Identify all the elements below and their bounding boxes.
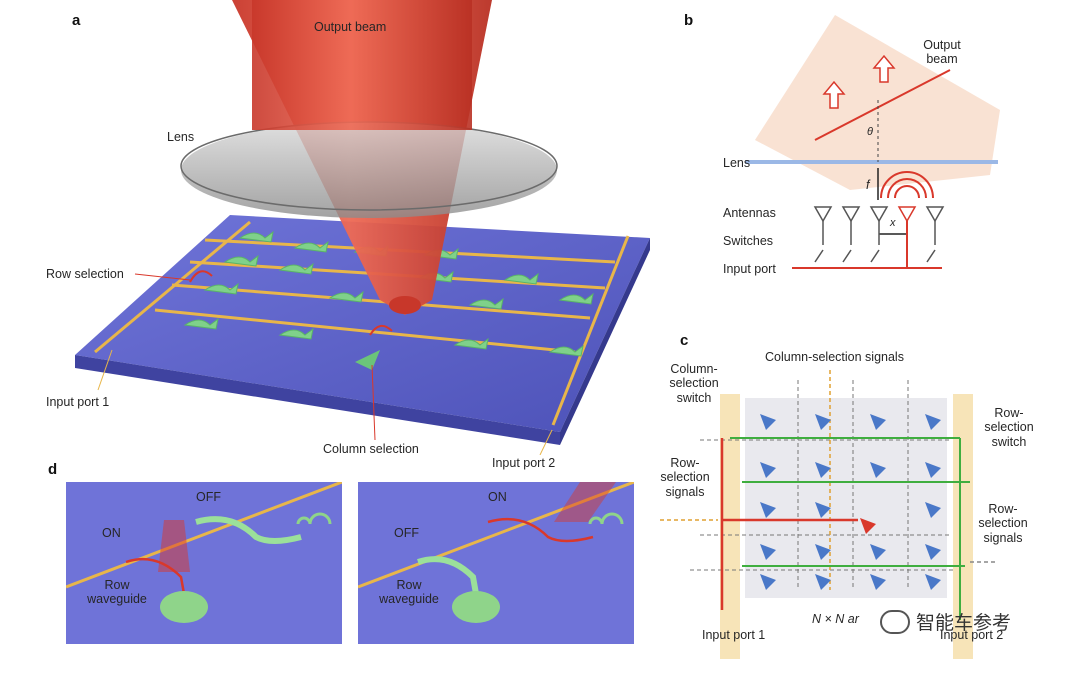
watermark: 智能车参考 bbox=[880, 608, 1011, 635]
input-port-2-waveguide bbox=[551, 235, 630, 426]
output-beam-label: Output beam bbox=[314, 20, 387, 34]
switch-row bbox=[814, 221, 936, 268]
b-f-label: f bbox=[866, 178, 870, 192]
d-left-off-coupler bbox=[195, 516, 302, 544]
column-selection-strip bbox=[720, 394, 740, 659]
d-right-row-waveguide-label: Row waveguide bbox=[379, 578, 439, 607]
d-left-grating bbox=[160, 591, 208, 623]
panel-c-diagram bbox=[660, 370, 995, 659]
panel-a: a Output beam Lens Row selection Input p… bbox=[0, 0, 650, 470]
row-selection-signals-left-label: Row-selection signals bbox=[660, 456, 710, 499]
row-selection-strip bbox=[953, 394, 973, 659]
b-input-port-label: Input port bbox=[723, 262, 776, 276]
panel-c-tag: c bbox=[680, 332, 689, 349]
row-selection-label: Row selection bbox=[46, 267, 124, 281]
column-selection-signals-label: Column-selection signals bbox=[765, 350, 904, 364]
column-selection-lines bbox=[690, 380, 955, 590]
input-port-2-pointer bbox=[539, 429, 553, 456]
row-selection-marker bbox=[189, 270, 213, 283]
d-right-off-label: OFF bbox=[394, 526, 419, 540]
column-selection-marker bbox=[369, 324, 393, 336]
column-selection-label: Column selection bbox=[323, 442, 419, 456]
wechat-icon bbox=[880, 609, 910, 634]
d-left-off-label: OFF bbox=[196, 490, 221, 504]
b-theta-label: θ bbox=[867, 126, 873, 138]
panel-b: b Output beam θ Lens f Antennas x Switch… bbox=[680, 0, 1080, 300]
c-input-port-2-label: Input port 2 bbox=[940, 628, 1004, 642]
d-left-on-label: ON bbox=[102, 526, 121, 540]
selected-antenna bbox=[355, 350, 380, 370]
b-antennas-label: Antennas bbox=[723, 206, 776, 220]
chip-substrate-side-right bbox=[560, 238, 650, 445]
chip-substrate-top bbox=[75, 215, 650, 432]
d-right-row-waveguide bbox=[358, 482, 634, 589]
panel-a-illustration bbox=[75, 0, 650, 456]
input-port-1-pointer bbox=[97, 349, 113, 391]
output-arrow-2 bbox=[872, 54, 896, 83]
panel-d-tag: d bbox=[48, 461, 58, 478]
lens-label: Lens bbox=[167, 130, 195, 144]
output-wavefront bbox=[814, 69, 951, 141]
watermark-text: 智能车参考 bbox=[916, 612, 1012, 634]
lens-disc bbox=[181, 122, 557, 218]
d-right-off-coupler bbox=[417, 556, 481, 606]
chip-substrate-side bbox=[75, 355, 560, 445]
panel-a-tag: a bbox=[72, 12, 81, 29]
b-output-beam-label: Output beam bbox=[923, 38, 961, 67]
n-by-n-array-label: N × N ar bbox=[812, 612, 859, 626]
b-x-label: x bbox=[890, 217, 896, 229]
d-left-off-antenna bbox=[296, 512, 332, 525]
panel-d-left-illustration bbox=[66, 482, 342, 623]
d-left-row-waveguide bbox=[66, 482, 342, 589]
beam-above-lens bbox=[252, 0, 472, 130]
c-input-port-1-label: Input port 1 bbox=[702, 628, 766, 642]
input-port-1-waveguide bbox=[94, 220, 251, 354]
d-left-emitted-beam bbox=[158, 520, 190, 572]
d-right-on-label: ON bbox=[488, 490, 507, 504]
panel-b-tag: b bbox=[684, 12, 694, 29]
column-selection-switch-label: Column-selection switch bbox=[669, 362, 719, 405]
column-selection-pointer bbox=[371, 364, 376, 441]
d-left-row-waveguide-label: Row waveguide bbox=[87, 578, 147, 607]
d-right-grating bbox=[452, 591, 500, 623]
beam-focus bbox=[389, 296, 421, 314]
b-switches-label: Switches bbox=[723, 234, 774, 248]
antenna-grid bbox=[760, 414, 941, 590]
d-right-emitted-beam bbox=[554, 482, 616, 522]
panel-d-right: ON OFF Row waveguide bbox=[358, 482, 634, 644]
selected-antenna-c bbox=[860, 518, 876, 534]
radiation-arcs bbox=[880, 171, 934, 199]
b-lens-label: Lens bbox=[723, 156, 751, 170]
input-port-2-label: Input port 2 bbox=[492, 456, 556, 470]
input-port-1-label: Input port 1 bbox=[46, 395, 110, 409]
antenna-row bbox=[813, 206, 945, 223]
row-selection-switch-label: Row-selection switch bbox=[984, 406, 1034, 449]
row-waveguides-c bbox=[730, 437, 970, 620]
d-right-on-coupler bbox=[487, 517, 594, 543]
d-left-on-coupler bbox=[125, 557, 188, 606]
panel-d-right-illustration bbox=[358, 482, 634, 623]
panel-b-diagram bbox=[745, 15, 1000, 269]
output-arrow-1 bbox=[822, 80, 846, 109]
panel-d-left: OFF ON Row waveguide bbox=[66, 482, 342, 644]
panel-c: c Column-selection signals Column-select… bbox=[650, 330, 1080, 669]
d-right-on-antenna bbox=[588, 512, 624, 525]
row-selection-pointer bbox=[134, 273, 191, 281]
n-by-n-array-background bbox=[745, 398, 947, 598]
row-selection-signals-right-label: Row-selection signals bbox=[978, 502, 1028, 545]
